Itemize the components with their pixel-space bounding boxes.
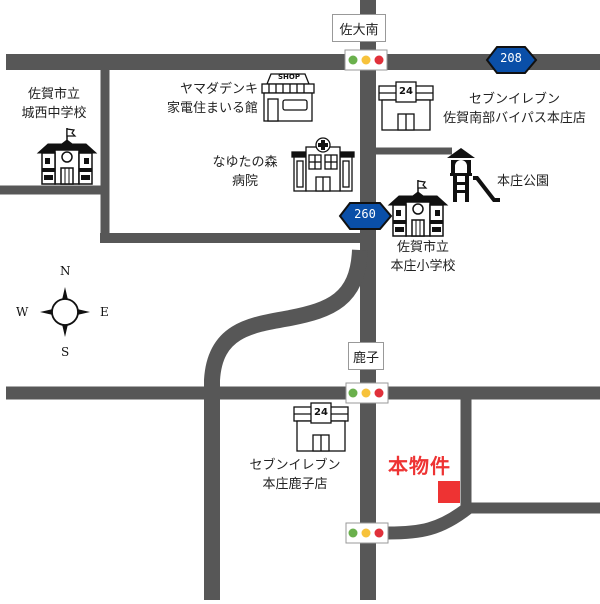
convenience-store-icon (293, 402, 349, 452)
landmark-label-josei-school: 佐賀市立 城西中学校 (14, 85, 94, 123)
road-curve-bottom (387, 502, 473, 540)
traffic-signal-bottom (345, 522, 389, 544)
label-line: 城西中学校 (21, 106, 87, 121)
label-line: 本庄小学校 (390, 259, 456, 274)
road-s-curve (204, 249, 368, 600)
route-number-208: 208 (500, 51, 522, 65)
traffic-signal-kanoko (345, 382, 389, 404)
school-icon (36, 128, 98, 185)
property-marker (438, 481, 460, 503)
label-line: セブンイレブン (249, 458, 341, 473)
intersection-label-sadainami: 佐大南 (332, 14, 386, 42)
compass-north-label: N (60, 264, 71, 278)
shop-sign-text: SHOP (278, 73, 300, 81)
landmark-label-hospital: なゆたの森 病院 (205, 153, 285, 191)
shop-icon (261, 73, 315, 122)
intersection-label-kanoko: 鹿子 (348, 342, 384, 370)
store-24-text: 24 (399, 86, 413, 97)
route-sign-208 (485, 46, 538, 74)
label-line: 病院 (231, 174, 258, 189)
convenience-store-icon (378, 81, 434, 131)
route-number-260: 260 (354, 207, 376, 221)
traffic-signal-sadainami (344, 49, 388, 71)
landmark-label-yamada: ヤマダデンキ 家電住まいる館 (140, 80, 258, 118)
school-icon (387, 180, 449, 237)
label-line: 家電住まいる館 (166, 101, 258, 116)
landmark-label-honjo-school: 佐賀市立 本庄小学校 (385, 238, 461, 276)
label-line: 本庄鹿子店 (262, 477, 328, 492)
store-24-text: 24 (314, 407, 328, 418)
label-line: 佐賀南部バイパス本庄店 (443, 111, 586, 126)
landmark-label-seven-kanoko: セブンイレブン 本庄鹿子店 (240, 456, 350, 494)
label-line: 佐賀市立 (396, 240, 449, 255)
compass-west-label: W (16, 305, 29, 319)
compass-east-label: E (100, 305, 109, 319)
compass-rose-icon (40, 287, 90, 337)
property-label: 本物件 (388, 454, 451, 478)
label-line: 佐賀市立 (27, 87, 80, 102)
route-sign-260 (338, 202, 393, 230)
landmark-label-park: 本庄公園 (497, 174, 550, 189)
landmark-label-seven-bypass: セブンイレブン 佐賀南部バイパス本庄店 (432, 90, 597, 128)
label-line: セブンイレブン (468, 92, 560, 107)
compass-south-label: S (61, 345, 70, 359)
hospital-icon (291, 137, 355, 192)
label-line: なゆたの森 (212, 155, 278, 170)
playground-slide-icon (447, 148, 500, 202)
label-line: ヤマダデンキ (179, 82, 258, 97)
